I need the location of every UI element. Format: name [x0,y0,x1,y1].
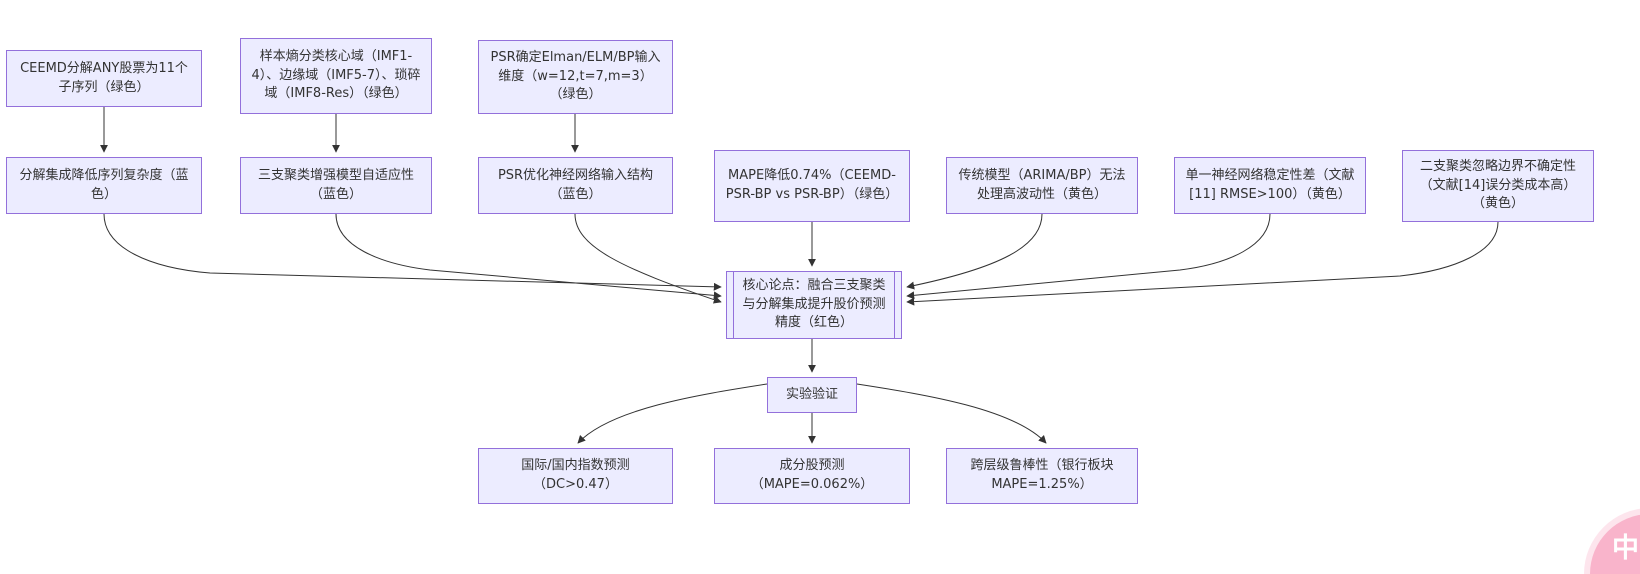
diagram-node-psr-benefit: PSR优化神经网络输入结构（蓝色） [478,157,673,214]
diagram-node-traditional-limitation: 传统模型（ARIMA/BP）无法处理高波动性（黄色） [946,157,1138,214]
node-label-traditional-limitation: 传统模型（ARIMA/BP）无法处理高波动性（黄色） [958,167,1126,202]
node-label-constituent-prediction: 成分股预测（MAPE=0.062%） [750,458,874,492]
node-label-psr-input-dimension: PSR确定Elman/ELM/BP输入维度（w=12,t=7,m=3）（绿色） [490,49,661,103]
node-label-experiment-validation: 实验验证 [785,386,838,402]
diagram-node-ceemd-decompose: CEEMD分解ANY股票为11个子序列（绿色） [6,50,202,107]
diagram-node-core-thesis: 核心论点：融合三支聚类与分解集成提升股价预测精度（红色） [726,271,902,339]
node-label-single-nn-limitation: 单一神经网络稳定性差（文献[11] RMSE>100）（黄色） [1185,167,1355,202]
node-label-index-prediction: 国际/国内指数预测（DC>0.47） [521,458,630,492]
node-label-decomposition-benefit: 分解集成降低序列复杂度（蓝色） [19,167,189,202]
node-label-mape-evidence: MAPE降低0.74%（CEEMD-PSR-BP vs PSR-BP）（绿色） [725,168,899,202]
edge-traditional-limitation-to-core-thesis [906,213,1043,290]
node-label-two-way-limitation: 二支聚类忽略边界不确定性（文献[14]误分类成本高）（黄色） [1419,158,1577,212]
node-label-ceemd-decompose: CEEMD分解ANY股票为11个子序列（绿色） [20,60,188,95]
diagram-node-three-way-benefit: 三支聚类增强模型自适应性（蓝色） [240,157,432,214]
node-label-robustness: 跨层级鲁棒性（银行板块MAPE=1.25%） [970,458,1114,492]
diagram-node-decomposition-benefit: 分解集成降低序列复杂度（蓝色） [6,157,202,214]
diagram-node-experiment-validation: 实验验证 [767,377,857,413]
node-label-sample-entropy: 样本熵分类核心域（IMF1-4）、边缘域（IMF5-7）、琐碎域（IMF8-Re… [251,48,421,102]
translate-badge-label: 中A [1612,533,1640,564]
diagram-node-mape-evidence: MAPE降低0.74%（CEEMD-PSR-BP vs PSR-BP）（绿色） [714,150,910,222]
edge-decomposition-benefit-to-core-thesis [103,213,722,291]
diagram-node-sample-entropy: 样本熵分类核心域（IMF1-4）、边缘域（IMF5-7）、琐碎域（IMF8-Re… [240,38,432,114]
node-label-core-thesis: 核心论点：融合三支聚类与分解集成提升股价预测精度（红色） [742,277,886,331]
edge-experiment-validation-to-robustness [856,383,1047,444]
diagram-node-two-way-limitation: 二支聚类忽略边界不确定性（文献[14]误分类成本高）（黄色） [1402,150,1594,222]
translate-badge[interactable]: 中A [1590,514,1640,574]
diagram-node-single-nn-limitation: 单一神经网络稳定性差（文献[11] RMSE>100）（黄色） [1174,157,1366,214]
node-label-three-way-benefit: 三支聚类增强模型自适应性（蓝色） [257,167,414,202]
diagram-node-psr-input-dimension: PSR确定Elman/ELM/BP输入维度（w=12,t=7,m=3）（绿色） [478,40,673,114]
edge-three-way-benefit-to-core-thesis [335,213,722,300]
diagram-node-robustness: 跨层级鲁棒性（银行板块MAPE=1.25%） [946,448,1138,504]
node-label-psr-benefit: PSR优化神经网络输入结构（蓝色） [497,167,654,202]
diagram-node-index-prediction: 国际/国内指数预测（DC>0.47） [478,448,673,504]
edge-experiment-validation-to-index-prediction [577,383,768,444]
edge-psr-benefit-to-core-thesis [574,213,722,304]
diagram-node-constituent-prediction: 成分股预测（MAPE=0.062%） [714,448,910,504]
edge-single-nn-limitation-to-core-thesis [906,213,1271,300]
edge-two-way-limitation-to-core-thesis [906,221,1499,306]
